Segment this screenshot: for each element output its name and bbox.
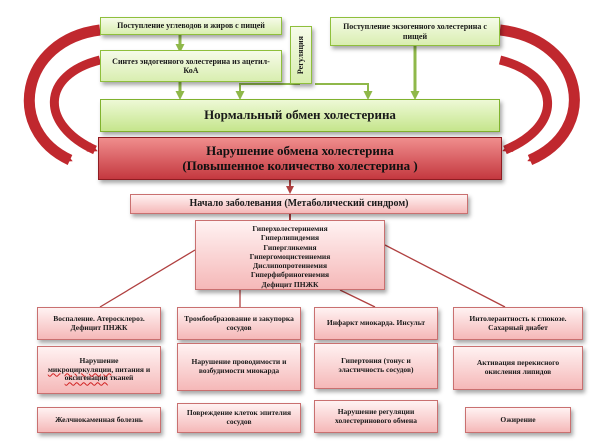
regulation-box: Регуляция [290, 26, 312, 84]
myocardial-conduction-box: Нарушение проводимости и возбудимости ми… [177, 343, 301, 391]
condition-item: Дислипопротеинемия [252, 261, 328, 271]
disease-onset-box: Начало заболевания (Метаболический синдр… [130, 194, 468, 214]
line-to-col1 [99, 249, 196, 308]
gallstone-disease-box: Желчнокаменная болезнь [37, 407, 161, 433]
line-to-col4 [384, 244, 506, 308]
conditions-list-box: Гиперхолестеринемия Гиперлипидемия Гипер… [195, 220, 385, 290]
endogenous-synthesis-box: Синтез эндогенного холестерина из ацетил… [100, 50, 282, 82]
cholesterol-regulation-disorder-box: Нарушение регуляции холестеринового обме… [314, 400, 438, 433]
hypertension-box: Гипертония (тонус и эластичность сосудов… [314, 343, 438, 389]
carb-fat-intake-box: Поступление углеводов и жиров с пищей [100, 17, 282, 35]
lipid-peroxidation-box: Активация перекисного окисления липидов [453, 346, 583, 390]
condition-item: Гиперлипидемия [260, 233, 320, 243]
obesity-box: Ожирение [465, 407, 571, 433]
condition-item: Гиперхолестеринемия [252, 224, 328, 233]
normal-metabolism-box: Нормальный обмен холестерина [100, 99, 500, 132]
exogenous-intake-box: Поступление экзогенного холестерина с пи… [330, 17, 500, 46]
condition-item: Дефицит ПНЖК [261, 279, 319, 289]
left-inner-curved-arrow [49, 55, 102, 155]
condition-item: Гипергликемия [263, 242, 317, 252]
green-arrow-regulation-right [315, 83, 373, 100]
myocardial-infarction-box: Инфаркт миокарда. Инсульт [314, 307, 438, 340]
right-inner-curved-arrow [498, 55, 552, 155]
thrombosis-box: Тромбообразование и закупорка сосудов [177, 307, 301, 340]
right-outer-curved-arrow [499, 24, 580, 166]
left-outer-curved-arrow [23, 24, 101, 165]
condition-item: Гиперфибриногенемия [250, 270, 330, 280]
line-to-col3 [339, 289, 376, 308]
cholesterol-disorder-box: Нарушение обмена холестерина (Повышенное… [98, 137, 502, 180]
vascular-epithelium-damage-box: Повреждение клеток эпителия сосудов [177, 403, 301, 433]
inflammation-atherosclerosis-box: Воспаление. Атеросклероз. Дефицит ПНЖК [37, 307, 161, 340]
glucose-intolerance-box: Интолерантность к глюкозе. Сахарный диаб… [453, 307, 583, 340]
condition-item: Гипергомоцистеинемия [249, 251, 331, 261]
green-arrow-regulation-left [235, 83, 300, 100]
